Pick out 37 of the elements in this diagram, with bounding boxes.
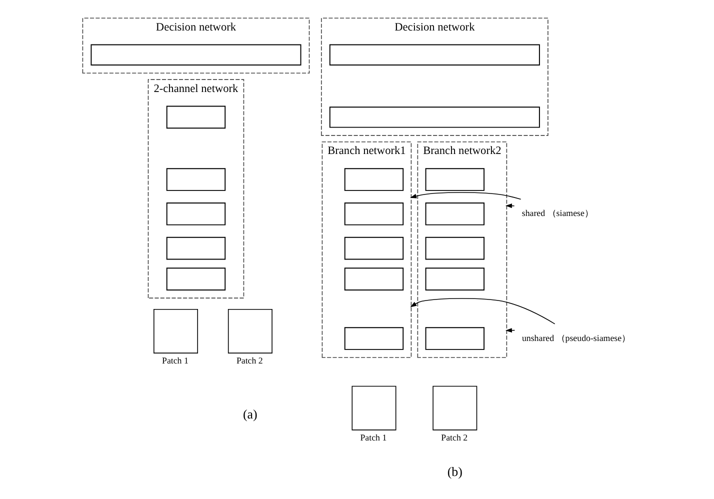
node-box (352, 386, 396, 430)
node-box (425, 202, 485, 226)
label: (a) (243, 406, 258, 422)
node-box (425, 236, 485, 260)
label: (b) (447, 464, 462, 479)
node-box (154, 308, 198, 354)
node-box (166, 168, 226, 191)
node-box (344, 202, 404, 226)
node-box (425, 268, 485, 290)
node-box (329, 106, 540, 128)
arrow (410, 192, 522, 200)
node-box (166, 268, 226, 290)
node-label: Patch 2 (441, 432, 468, 442)
arrow (410, 298, 556, 324)
node-label: Patch 1 (162, 355, 188, 366)
node-box (228, 308, 272, 354)
node-box (425, 327, 485, 350)
node-label: Patch 1 (360, 432, 387, 442)
cluster: Decision network (321, 18, 548, 136)
cluster: 2-channel network (148, 79, 244, 298)
node-box (90, 44, 302, 66)
cluster: Branch network1 (322, 141, 412, 358)
node-box (166, 236, 226, 260)
node-box (344, 268, 404, 290)
node-text: unshared （pseudo-siamese） (522, 332, 631, 343)
node-box (166, 106, 226, 129)
node-box (344, 168, 404, 191)
cluster: Branch network2 (417, 141, 508, 358)
node-box (425, 168, 485, 191)
node-box (432, 386, 478, 430)
node-label: Patch 2 (236, 355, 263, 366)
node-box (344, 327, 404, 350)
cluster: Decision network (82, 18, 310, 74)
node-box (166, 202, 226, 226)
node-box (344, 236, 404, 260)
node-box (329, 44, 540, 66)
node-text: shared （siamese） (522, 208, 594, 218)
